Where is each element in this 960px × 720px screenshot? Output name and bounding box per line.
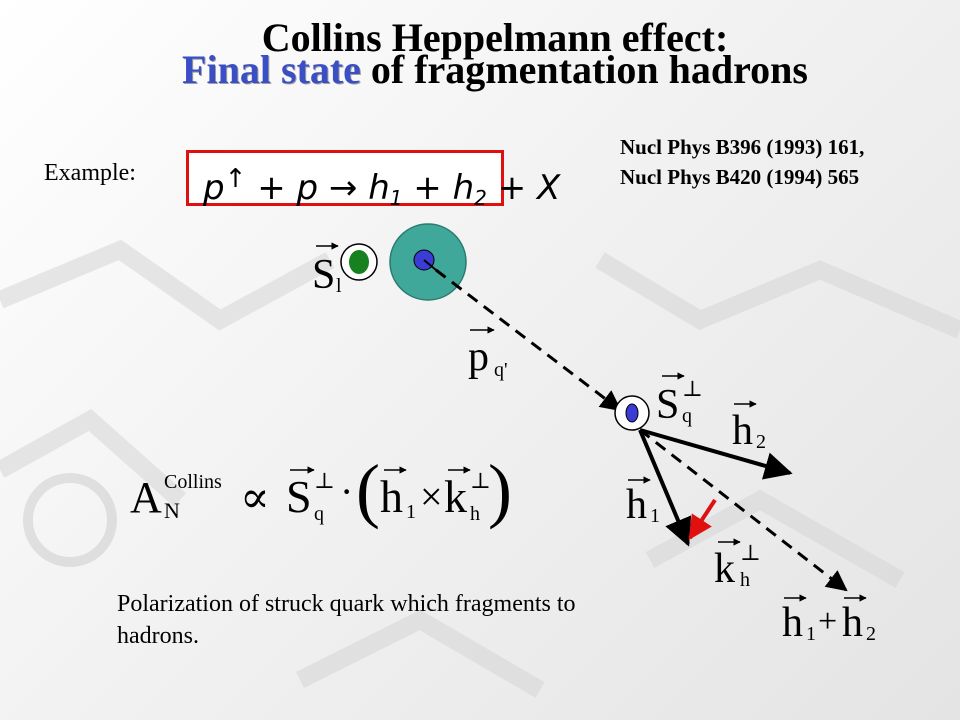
svg-text:q: q: [682, 405, 692, 427]
caption-text: Polarization of struck quark which fragm…: [117, 591, 576, 649]
svg-text:(: (: [356, 450, 380, 530]
title-rest: of fragmentation hadrons: [360, 47, 808, 92]
svg-text:⊥: ⊥: [314, 468, 335, 493]
svg-text:⊥: ⊥: [740, 540, 761, 565]
compass-watermark: [23, 410, 117, 630]
reference-1: Nucl Phys B396 (1993) 161,: [620, 135, 865, 159]
svg-text:h: h: [740, 569, 750, 591]
svg-text:S: S: [656, 382, 679, 428]
svg-text:1: 1: [806, 623, 816, 645]
svg-text:⊥: ⊥: [470, 468, 491, 493]
svg-text:2: 2: [756, 431, 766, 453]
svg-text:k: k: [444, 471, 467, 522]
reaction-formula: p↑ + p → h1 + h2 + X: [203, 164, 561, 210]
svg-text:+: +: [818, 603, 837, 640]
label-p-q: p q': [468, 326, 508, 381]
label-s-q-perp: S ⊥ q: [656, 372, 703, 428]
reaction-box: p↑ + p → h1 + h2 + X: [186, 150, 560, 210]
label-h2: h 2: [732, 400, 766, 454]
svg-text:∝: ∝: [240, 473, 270, 522]
h2-arrow: [639, 428, 793, 480]
svg-text:): ): [488, 450, 512, 530]
quark-momentum-line: [435, 268, 622, 412]
svg-text:q': q': [494, 359, 508, 381]
reference-2: Nucl Phys B420 (1994) 565: [620, 165, 860, 189]
struck-quark-core: [625, 403, 639, 423]
svg-text:h: h: [732, 408, 753, 454]
svg-text:S: S: [312, 252, 335, 298]
example-label: Example:: [44, 160, 136, 186]
svg-text:1: 1: [406, 501, 416, 523]
svg-text:·: ·: [340, 469, 353, 514]
svg-text:2: 2: [866, 623, 876, 645]
svg-text:h: h: [380, 471, 403, 522]
svg-text:h: h: [842, 600, 863, 646]
svg-text:h: h: [782, 600, 803, 646]
label-h1-plus-h2: h 1 + h 2: [782, 594, 876, 646]
title-line-1: Collins Heppelmann effect:: [261, 15, 729, 60]
svg-text:N: N: [164, 498, 180, 523]
svg-text:×: ×: [420, 474, 443, 519]
spin-particle-core: [349, 250, 369, 274]
kt-red-arrow: [688, 498, 717, 541]
h1-arrow: [638, 429, 692, 547]
label-s-l: S l: [312, 242, 342, 298]
svg-text:q: q: [314, 503, 324, 525]
sum-dashed-arrow: [639, 428, 848, 592]
collins-asymmetry-equation: A Collins N ∝ S ⊥ q · ( h 1 × k ⊥ h ): [130, 450, 512, 530]
svg-text:h: h: [626, 482, 647, 528]
svg-text:1: 1: [650, 505, 660, 527]
title-line-2: Final state of fragmentation hadrons: [0, 48, 960, 92]
svg-text:S: S: [286, 471, 312, 522]
label-h1: h 1: [626, 476, 660, 528]
svg-text:p: p: [468, 334, 489, 380]
svg-text:l: l: [336, 275, 342, 297]
references: Nucl Phys B396 (1993) 161, Nucl Phys B42…: [620, 132, 864, 192]
title-highlight: Final state: [182, 47, 361, 92]
svg-text:k: k: [714, 546, 735, 592]
svg-text:⊥: ⊥: [682, 376, 703, 401]
svg-text:A: A: [130, 473, 162, 522]
label-k-h-perp: k ⊥ h: [714, 538, 761, 592]
svg-text:h: h: [470, 503, 480, 525]
svg-text:Collins: Collins: [164, 471, 222, 493]
